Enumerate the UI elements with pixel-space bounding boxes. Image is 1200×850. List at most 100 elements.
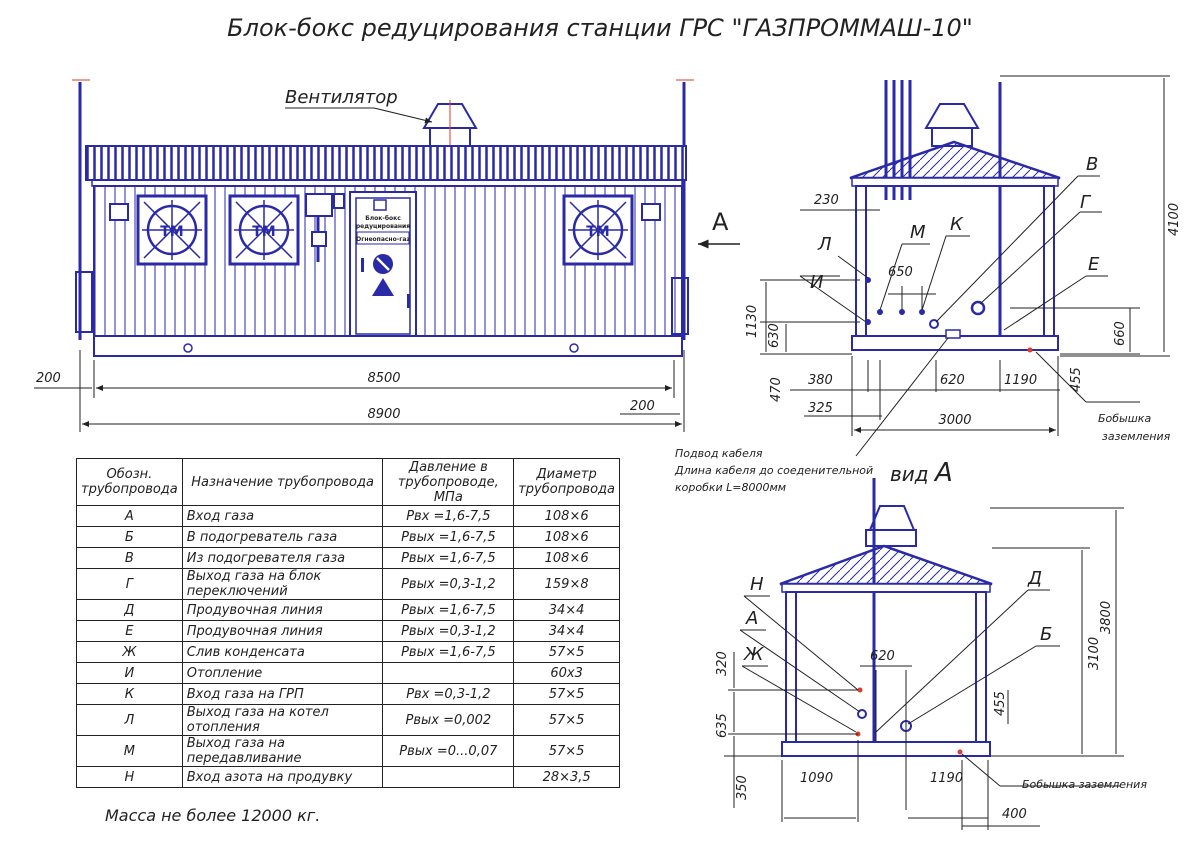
- view-a-label-d: Д: [1027, 568, 1042, 589]
- pipeline-table: Обозн. трубопровода Назначение трубопров…: [76, 458, 620, 788]
- vent-grille-left: [109, 203, 129, 221]
- cell-code: Б: [76, 526, 183, 548]
- view-a-dim-3800: 3800: [1099, 601, 1114, 634]
- cell-code: В: [76, 547, 183, 569]
- view-a-dim-455: 455: [993, 691, 1008, 716]
- drawing-title: Блок-бокс редуцирования станции ГРС "ГАЗ…: [227, 14, 973, 42]
- front-roof: [85, 145, 687, 181]
- cell-code: И: [76, 662, 183, 684]
- cell-purpose: Вход газа: [181, 505, 384, 527]
- cell-diameter: 57×5: [513, 735, 620, 767]
- view-a-title-letter: А: [934, 458, 953, 488]
- side-label-e: Е: [1088, 254, 1100, 275]
- side-view: В Г Е Л И К М 230 650 1130 630 660 4100 …: [745, 75, 1182, 457]
- side-dim-325: 325: [808, 401, 833, 416]
- cell-purpose: Вход газа на ГРП: [181, 683, 384, 705]
- cell-pressure: Pвх =1,6-7,5: [382, 505, 515, 527]
- view-a-dim-1090: 1090: [800, 771, 833, 786]
- view-a-dim-3100: 3100: [1087, 637, 1102, 670]
- cell-pressure: [382, 662, 515, 684]
- side-wall: [855, 185, 1055, 337]
- side-roof: [849, 140, 1061, 180]
- cell-diameter: 28×3,5: [513, 766, 620, 788]
- side-dim-470: 470: [769, 377, 784, 402]
- view-a-label-a: А: [745, 608, 758, 629]
- cell-pressure: Pвых =1,6-7,5: [382, 641, 515, 663]
- cell-diameter: 57×5: [513, 683, 620, 705]
- cable-note-line1: Подвод кабеля: [675, 447, 763, 460]
- cell-purpose: В подогреватель газа: [181, 526, 384, 548]
- side-label-g: Г: [1080, 192, 1092, 213]
- cell-pressure: Pвых =0,3-1,2: [382, 568, 515, 600]
- cell-purpose: Продувочная линия: [181, 620, 384, 642]
- cell-code: Е: [76, 620, 183, 642]
- side-grounding-line1: Бобышка: [1098, 412, 1151, 425]
- header-diameter: Диаметр трубопровода: [513, 458, 620, 506]
- cell-pressure: Pвых =0,002: [382, 704, 515, 736]
- side-label-i: И: [810, 272, 823, 293]
- side-dim-230: 230: [814, 193, 839, 208]
- window-1: ТМ: [136, 194, 208, 266]
- cell-pressure: Pвых =1,6-7,5: [382, 526, 515, 548]
- window-3: ТМ: [562, 194, 634, 266]
- cell-pressure: [382, 766, 515, 788]
- cell-code: А: [76, 505, 183, 527]
- cell-purpose: Отопление: [181, 662, 384, 684]
- front-base: [93, 335, 683, 357]
- dim-200-left: 200: [36, 371, 61, 386]
- front-view: ТМ ТМ ТМ Блок-бокс редуцирования: [34, 79, 740, 432]
- vent-grille-right: [641, 203, 661, 221]
- view-a-dim-620: 620: [870, 649, 895, 664]
- header-purpose: Назначение трубопровода: [181, 458, 384, 506]
- dim-200-right: 200: [630, 399, 655, 414]
- cell-pressure: Pвых =1,6-7,5: [382, 547, 515, 569]
- cell-purpose: Слив конденсата: [181, 641, 384, 663]
- cell-purpose: Продувочная линия: [181, 599, 384, 621]
- cell-purpose: Из подогревателя газа: [181, 547, 384, 569]
- cell-diameter: 108×6: [513, 547, 620, 569]
- view-a-dim-320: 320: [715, 651, 730, 676]
- meter-box: [305, 193, 345, 262]
- cell-pressure: Pвых =0...0,07: [382, 735, 515, 767]
- header-pressure: Давление в трубопроводе, МПа: [382, 458, 515, 506]
- door-plate-line1: Блок-бокс: [365, 215, 401, 222]
- cell-diameter: 60х3: [513, 662, 620, 684]
- dim-8900: 8900: [367, 407, 400, 422]
- cell-diameter: 34×4: [513, 620, 620, 642]
- view-a-grounding: Бобышка заземления: [1022, 778, 1147, 791]
- cell-code: Д: [76, 599, 183, 621]
- warning-sign: [372, 278, 394, 296]
- cell-diameter: 108×6: [513, 505, 620, 527]
- cell-code: М: [76, 735, 183, 767]
- cell-purpose: Вход азота на продувку: [181, 766, 384, 788]
- cell-purpose: Выход газа на котел отопления: [181, 704, 384, 736]
- cell-code: Н: [76, 766, 183, 788]
- cell-diameter: 57×5: [513, 641, 620, 663]
- window-3-emblem: ТМ: [586, 224, 609, 240]
- side-dim-650: 650: [888, 265, 913, 280]
- side-label-k: К: [950, 214, 964, 235]
- cell-diameter: 57×5: [513, 704, 620, 736]
- view-a-label-n: Н: [750, 574, 764, 595]
- mass-note: Масса не более 12000 кг.: [105, 806, 321, 825]
- cable-note: Подвод кабеля Длина кабеля до соеденител…: [675, 445, 873, 496]
- view-a-label-zh: Ж: [743, 644, 764, 665]
- view-a-wall: [785, 591, 987, 743]
- side-dim-380: 380: [808, 373, 833, 388]
- side-dim-660: 660: [1113, 321, 1128, 346]
- cell-pressure: Pвх =0,3-1,2: [382, 683, 515, 705]
- cell-code: Г: [76, 568, 183, 600]
- ventilator-label: Вентилятор: [285, 87, 398, 108]
- view-a-dim-1190: 1190: [930, 771, 963, 786]
- side-dim-1130: 1130: [745, 305, 760, 338]
- view-a: Н А Ж Д Б 320 635 350 620 455 3100 3800 …: [715, 478, 1147, 830]
